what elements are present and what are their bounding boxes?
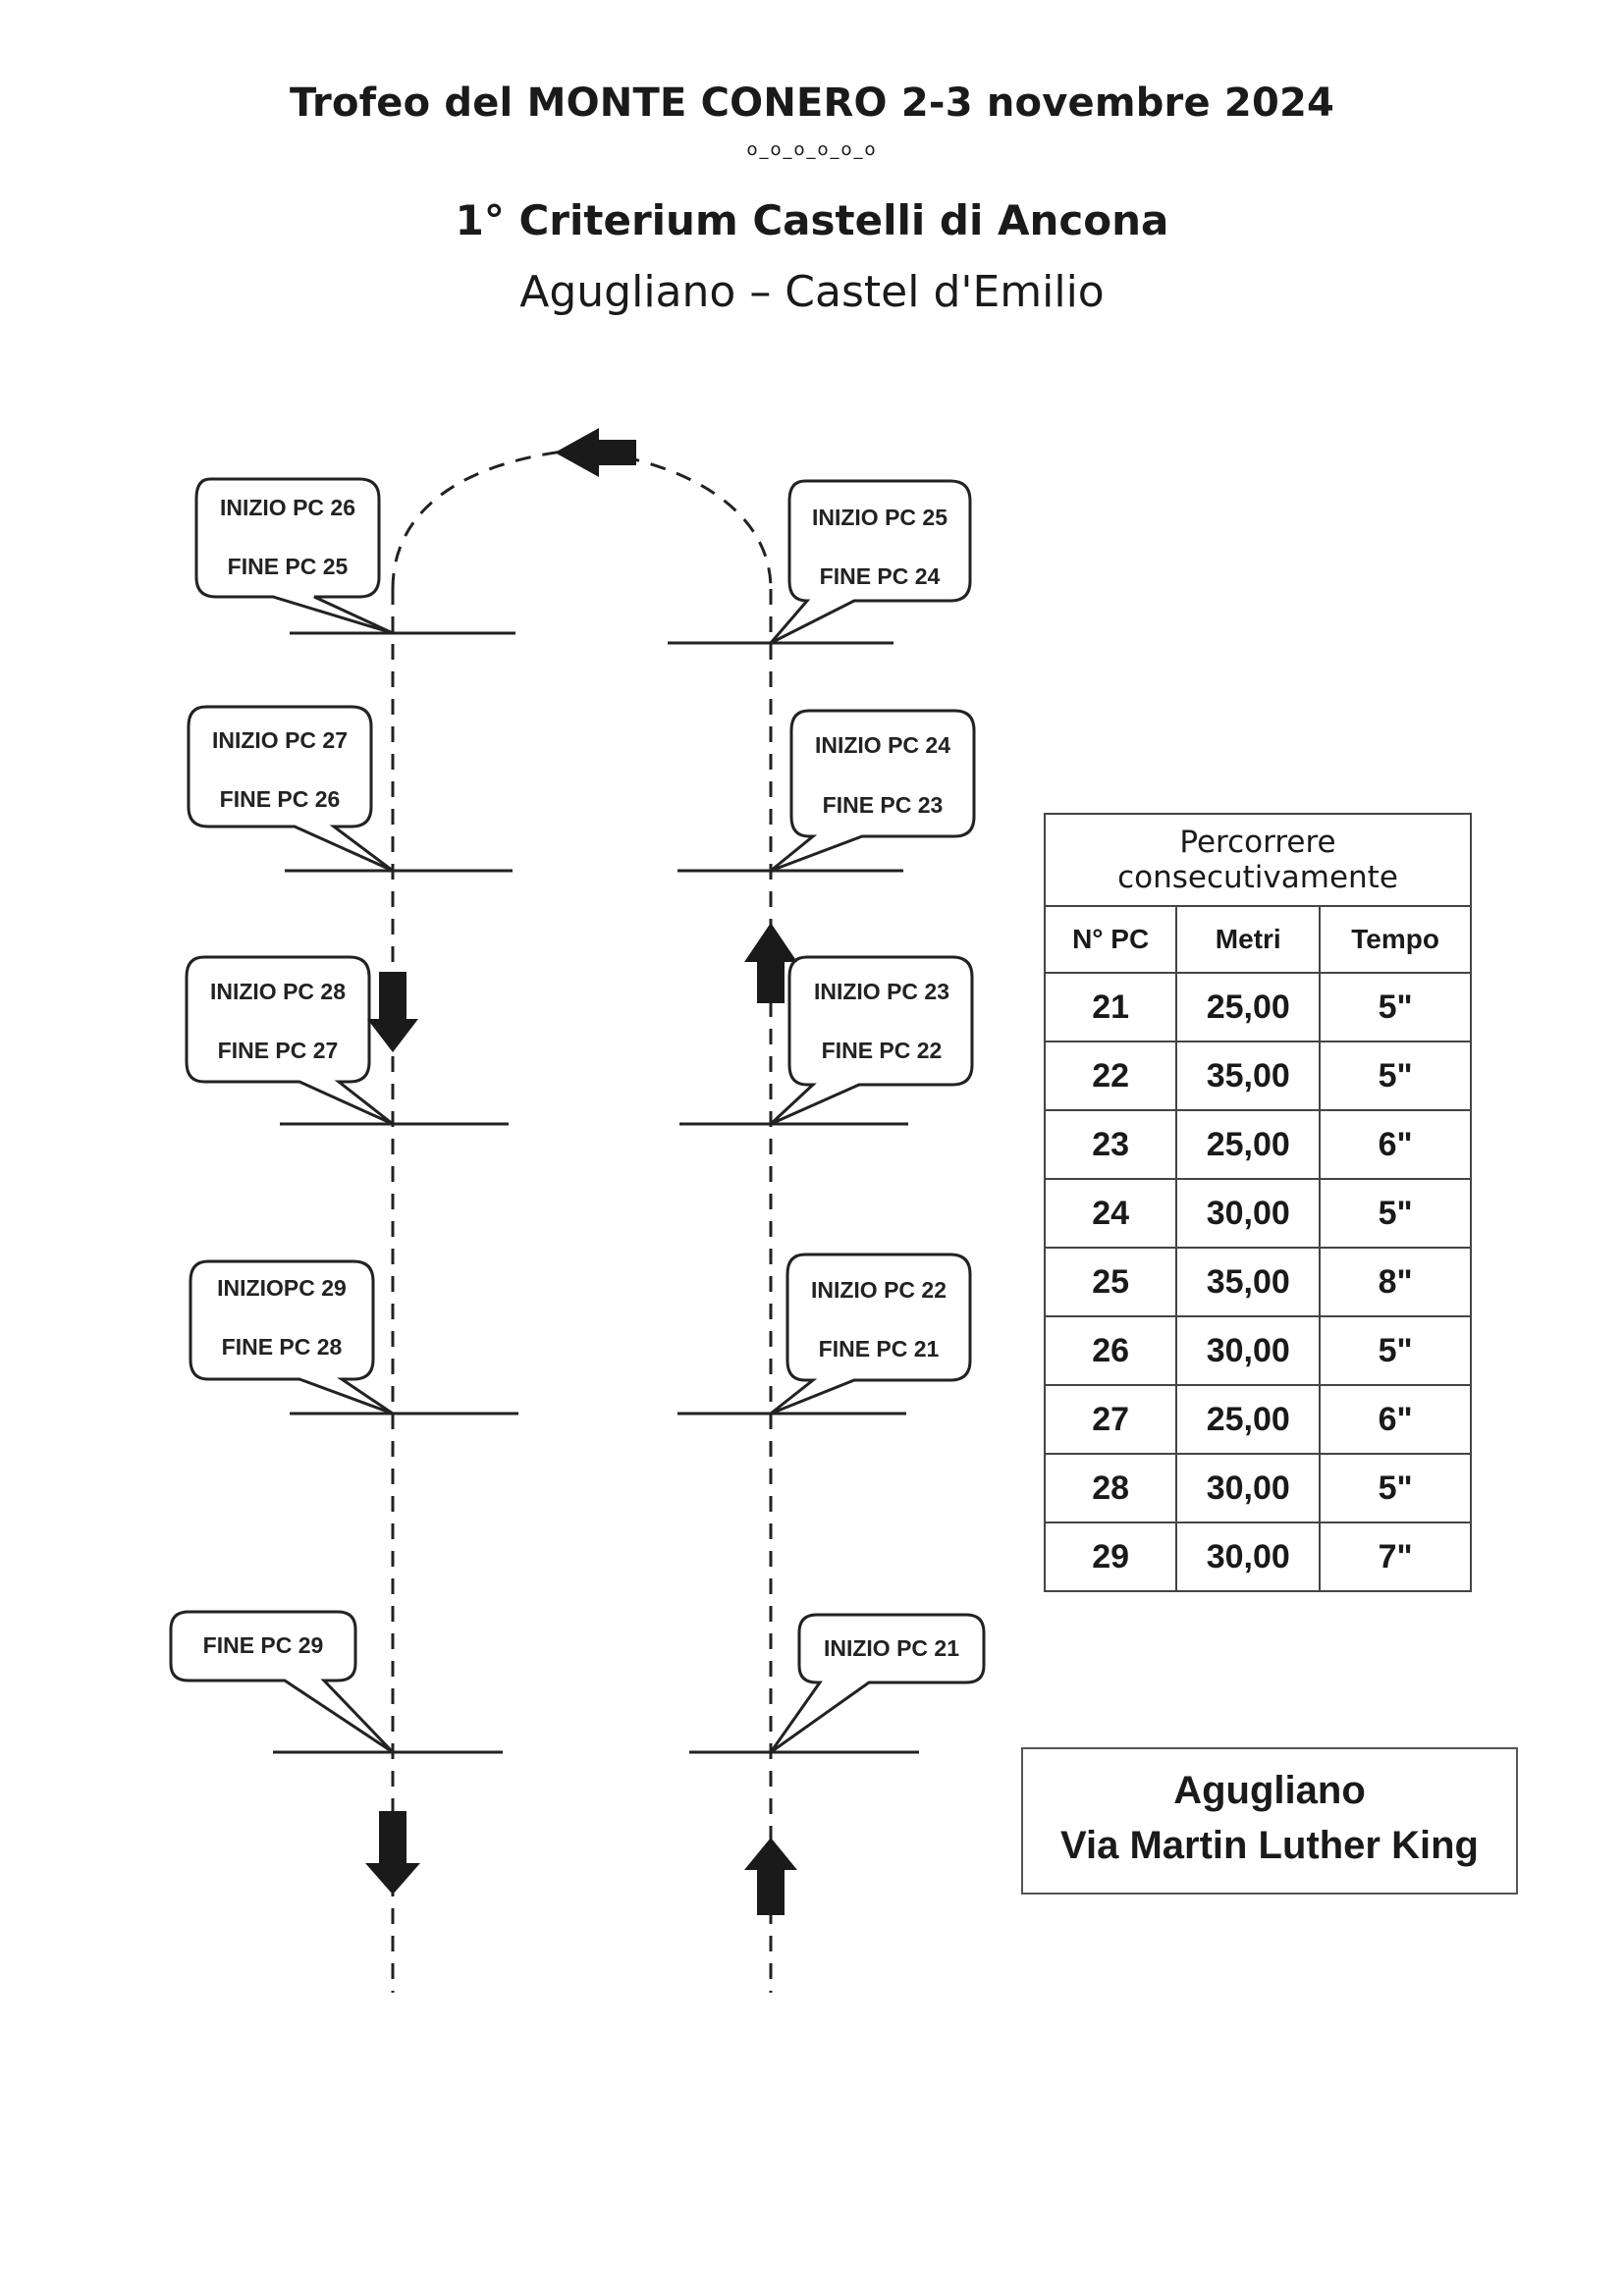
- callout-right-1: INIZIO PC 25 FINE PC 24: [769, 479, 972, 645]
- place-town: Agugliano: [1173, 1769, 1366, 1812]
- cell-metri: 30,00: [1175, 1522, 1322, 1592]
- cell-tempo: 6": [1319, 1109, 1472, 1180]
- cell-metri: 25,00: [1175, 972, 1322, 1042]
- cell-tempo: 5": [1319, 1178, 1472, 1249]
- arrow-down-icon: [367, 972, 418, 1052]
- callout-right-2-line2: FINE PC 23: [823, 792, 944, 818]
- place-box: Agugliano Via Martin Luther King: [1021, 1747, 1518, 1895]
- checkpoint-table: Percorrere consecutivamente N° PC Metri …: [1043, 813, 1472, 1592]
- callout-left-5: FINE PC 29: [169, 1610, 395, 1754]
- callout-left-3-line2: FINE PC 27: [218, 1038, 339, 1063]
- cell-pc: 22: [1043, 1041, 1178, 1111]
- table-row: 23 25,00 6": [1043, 1109, 1472, 1180]
- callout-left-2-line2: FINE PC 26: [220, 786, 341, 812]
- cell-pc: 26: [1043, 1315, 1178, 1386]
- callout-right-3-line1: INIZIO PC 23: [814, 979, 949, 1004]
- cell-metri: 35,00: [1175, 1041, 1322, 1111]
- event-location: Agugliano – Castel d'Emilio: [519, 267, 1105, 317]
- cell-metri: 35,00: [1175, 1247, 1322, 1317]
- place-street: Via Martin Luther King: [1060, 1824, 1479, 1867]
- callout-left-5-line1: FINE PC 29: [203, 1632, 324, 1658]
- table-row: 21 25,00 5": [1043, 972, 1472, 1042]
- arrow-up-icon: [744, 1838, 797, 1915]
- document-title: Trofeo del MONTE CONERO 2-3 novembre 202…: [289, 80, 1335, 126]
- header-tempo: Tempo: [1319, 905, 1472, 974]
- cell-pc: 29: [1043, 1522, 1178, 1592]
- cell-tempo: 8": [1319, 1247, 1472, 1317]
- cell-metri: 25,00: [1175, 1384, 1322, 1455]
- callout-right-3-line2: FINE PC 22: [822, 1038, 943, 1063]
- arrow-up-icon: [744, 923, 797, 1003]
- callout-left-2-line1: INIZIO PC 27: [212, 727, 348, 753]
- cell-tempo: 7": [1319, 1522, 1472, 1592]
- callout-right-4-line1: INIZIO PC 22: [811, 1277, 947, 1303]
- callout-right-4: INIZIO PC 22 FINE PC 21: [770, 1253, 972, 1415]
- arrow-left-icon: [555, 428, 636, 477]
- checkpoint-bars: [273, 631, 919, 1754]
- callout-right-5-line1: INIZIO PC 21: [824, 1635, 959, 1661]
- header-metri: Metri: [1175, 905, 1322, 974]
- table-row: 25 35,00 8": [1043, 1247, 1472, 1317]
- table-row: 26 30,00 5": [1043, 1315, 1472, 1386]
- cell-metri: 25,00: [1175, 1109, 1322, 1180]
- table-row: 27 25,00 6": [1043, 1384, 1472, 1455]
- cell-pc: 27: [1043, 1384, 1178, 1455]
- event-subtitle: 1° Criterium Castelli di Ancona: [455, 196, 1169, 244]
- header-pc: N° PC: [1043, 905, 1178, 974]
- cell-tempo: 5": [1319, 972, 1472, 1042]
- callout-left-4: INIZIOPC 29 FINE PC 28: [189, 1259, 394, 1415]
- cell-tempo: 5": [1319, 1041, 1472, 1111]
- cell-metri: 30,00: [1175, 1453, 1322, 1523]
- callout-right-4-line2: FINE PC 21: [819, 1336, 940, 1362]
- table-row: 22 35,00 5": [1043, 1041, 1472, 1111]
- table-row: 29 30,00 7": [1043, 1522, 1472, 1592]
- callout-left-4-line2: FINE PC 28: [222, 1334, 343, 1360]
- callout-left-4-line1: INIZIOPC 29: [217, 1275, 347, 1301]
- callout-right-5: INIZIO PC 21: [769, 1613, 986, 1754]
- cell-pc: 23: [1043, 1109, 1178, 1180]
- title-separator: o_o_o_o_o_o: [746, 139, 878, 160]
- callout-left-3-line1: INIZIO PC 28: [210, 979, 346, 1004]
- cell-pc: 28: [1043, 1453, 1178, 1523]
- callout-left-1-line2: FINE PC 25: [228, 554, 349, 579]
- cell-tempo: 5": [1319, 1315, 1472, 1386]
- table-caption: Percorrere consecutivamente: [1044, 813, 1472, 907]
- cell-pc: 25: [1043, 1247, 1178, 1317]
- callout-left-1-line1: INIZIO PC 26: [220, 495, 355, 520]
- callout-left-1: INIZIO PC 26 FINE PC 25: [194, 477, 394, 635]
- callout-right-2: INIZIO PC 24 FINE PC 23: [770, 709, 976, 873]
- cell-tempo: 5": [1319, 1453, 1472, 1523]
- cell-metri: 30,00: [1175, 1315, 1322, 1386]
- turnaround-arc: [391, 448, 773, 590]
- callout-right-3: INIZIO PC 23 FINE PC 22: [769, 955, 974, 1126]
- callout-right-1-line2: FINE PC 24: [820, 563, 941, 589]
- table-row: 24 30,00 5": [1043, 1178, 1472, 1249]
- cell-metri: 30,00: [1175, 1178, 1322, 1249]
- arrow-down-icon: [365, 1811, 420, 1895]
- callout-left-3: INIZIO PC 28 FINE PC 27: [185, 955, 394, 1126]
- callout-right-2-line1: INIZIO PC 24: [815, 732, 950, 758]
- cell-pc: 24: [1043, 1178, 1178, 1249]
- callout-left-2: INIZIO PC 27 FINE PC 26: [187, 705, 394, 873]
- table-row: 28 30,00 5": [1043, 1453, 1472, 1523]
- callout-right-1-line1: INIZIO PC 25: [812, 505, 947, 530]
- cell-pc: 21: [1043, 972, 1178, 1042]
- cell-tempo: 6": [1319, 1384, 1472, 1455]
